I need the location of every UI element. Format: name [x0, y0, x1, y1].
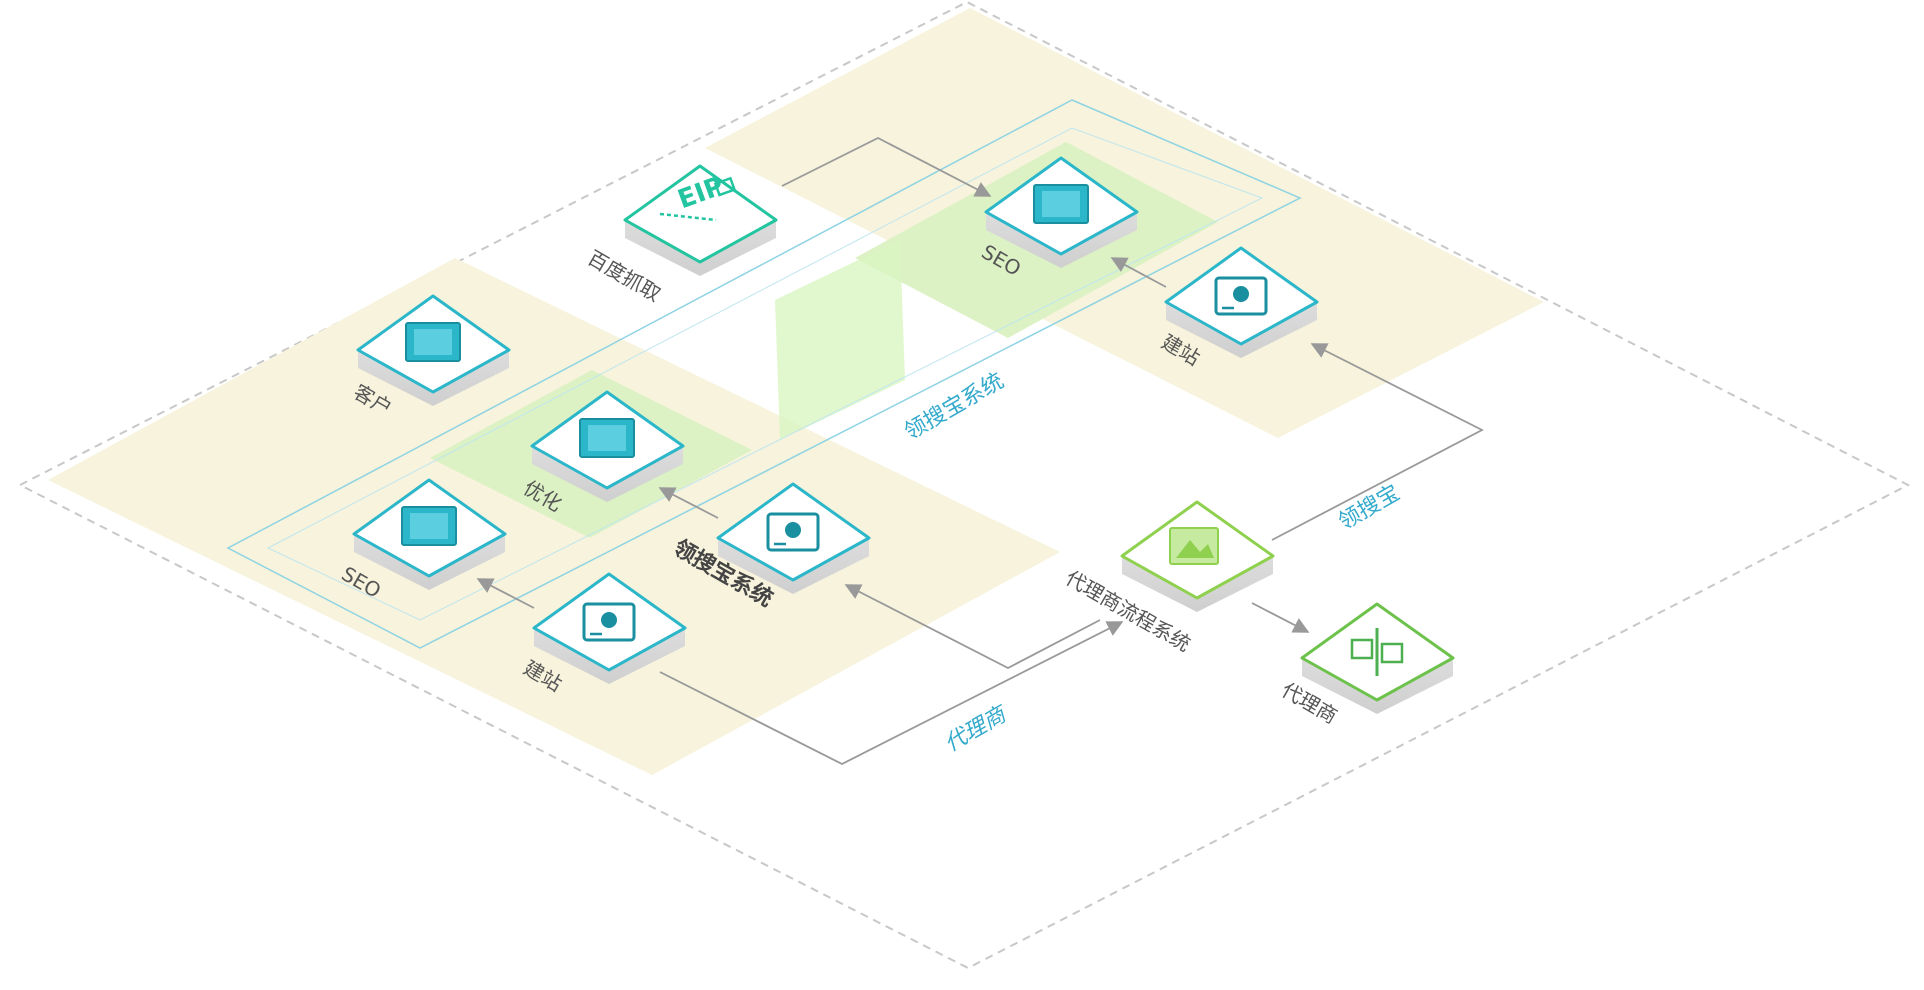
arrow-agent-system-to-lingsoubao	[844, 584, 1101, 670]
arrow-build-left-to-agent-system	[659, 621, 1124, 766]
node-customer[interactable]: 客户	[350, 294, 511, 420]
arrow-build-left-to-seo	[476, 578, 535, 609]
node-agent[interactable]: 代理商	[1278, 602, 1455, 728]
website-cloud-icon	[582, 602, 636, 642]
lingsoubao-system-boundary	[226, 99, 1302, 649]
node-build-site-right[interactable]: 建站	[1158, 246, 1319, 370]
node-optimize[interactable]: 优化	[520, 390, 685, 516]
zone-middle-green	[775, 240, 905, 440]
arrow-build-to-seo-top	[1110, 257, 1167, 288]
chip-icon	[401, 506, 457, 546]
lingsoubao-system-inner	[266, 127, 1264, 621]
image-stack-icon	[1169, 527, 1219, 565]
arrow-lingsoubao-to-optimize	[658, 487, 719, 519]
node-agent-process-system[interactable]: 代理商流程系统	[1062, 500, 1275, 656]
website-cloud-icon	[1214, 276, 1268, 316]
arrow-baidu-to-seo	[781, 136, 992, 197]
node-seo-left[interactable]: SEO	[338, 478, 507, 603]
website-cloud-icon	[766, 512, 820, 552]
connectors	[476, 136, 1484, 766]
arrow-agent-system-to-build-right	[1271, 343, 1484, 541]
node-baidu-crawl[interactable]: EIP 百度抓取	[584, 164, 778, 307]
image-compare-icon	[1350, 628, 1404, 676]
zone-label-lingsoubao-system: 领搜宝系统	[901, 369, 1009, 446]
arrow-agent-system-to-agent	[1251, 602, 1310, 633]
chip-icon	[579, 418, 635, 458]
chip-icon	[1033, 184, 1089, 224]
node-seo-top[interactable]: SEO	[978, 156, 1139, 281]
chip-icon	[405, 322, 461, 362]
outer-boundary	[17, 0, 1911, 970]
baidu-crawl-label: 百度抓取	[584, 246, 665, 307]
